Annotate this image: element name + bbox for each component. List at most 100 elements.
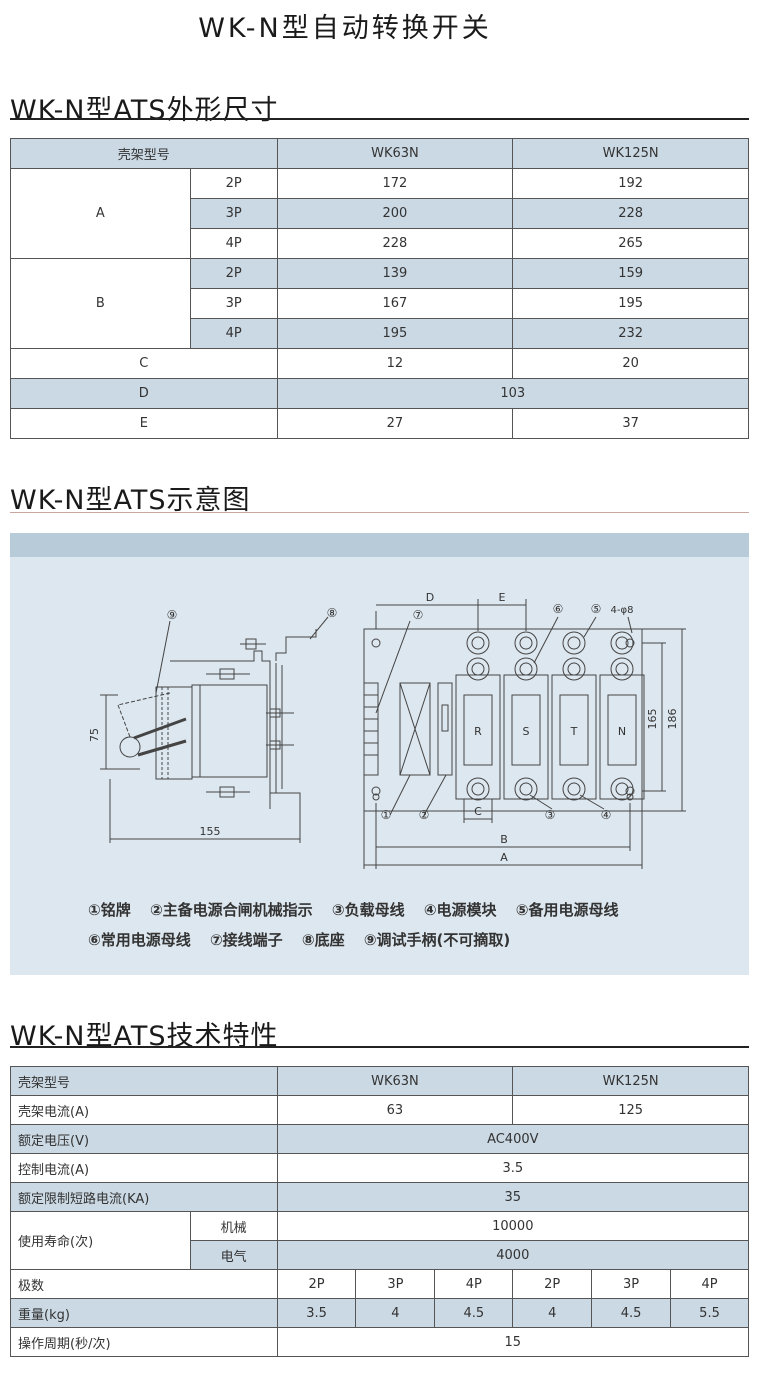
table-cell: 228 <box>276 228 514 259</box>
table-cell: 167 <box>276 288 514 319</box>
header-cell: WK125N <box>512 1066 749 1096</box>
legend-item: ⑨调试手柄(不可摘取) <box>363 931 511 949</box>
table-cell: 232 <box>512 318 749 349</box>
table-cell: 2P <box>276 1269 357 1299</box>
dim-label: A <box>10 168 191 259</box>
side-view <box>100 616 329 843</box>
table-cell: 37 <box>512 408 749 439</box>
table-row: 额定电压(V) AC400V <box>10 1124 750 1154</box>
table-cell: 228 <box>512 198 749 229</box>
table-cell: 10000 <box>276 1211 750 1241</box>
phase-T-label: T <box>570 725 578 738</box>
header-cell: 壳架型号 <box>10 138 278 169</box>
specs-table: 壳架型号 WK63N WK125N 壳架电流(A) 63 125 额定电压(V)… <box>10 1066 750 1357</box>
table-row: 3P 167 195 <box>11 288 749 319</box>
table-cell: 3.5 <box>276 1153 750 1183</box>
dim-label: B <box>10 258 191 349</box>
legend-line-1: ①铭牌 ②主备电源合闸机械指示 ③负载母线 ④电源模块 ⑤备用电源母线 <box>88 899 632 920</box>
holes-label: 4-φ8 <box>611 605 634 616</box>
row-label: 壳架电流(A) <box>10 1095 278 1125</box>
table-row: 电气 4000 <box>11 1240 750 1270</box>
table-cell: 192 <box>512 168 749 199</box>
table-row: 极数 2P 3P 4P 2P 3P 4P <box>10 1269 749 1299</box>
table-cell: 3P <box>189 288 278 319</box>
row-label: 额定电压(V) <box>10 1124 278 1154</box>
dim-label: D <box>10 378 278 409</box>
callout-3: ③ <box>545 808 556 822</box>
dimensions-rule <box>10 118 749 120</box>
table-cell: 195 <box>276 318 514 349</box>
legend-item: ①铭牌 <box>88 901 131 919</box>
table-row: 控制电流(A) 3.5 <box>10 1153 750 1183</box>
legend-item: ⑥常用电源母线 <box>88 931 191 949</box>
table-header-row: 壳架型号 WK63N WK125N <box>10 1066 749 1096</box>
dim-186: 186 <box>666 709 679 730</box>
legend-item: ②主备电源合闸机械指示 <box>149 901 313 919</box>
dim-E: E <box>499 591 506 604</box>
callout-6: ⑥ <box>553 602 564 616</box>
table-row: 操作周期(秒/次) 15 <box>10 1327 750 1357</box>
diagram-title: WK-N型ATS示意图 <box>10 485 251 516</box>
dimensions-table: 壳架型号 WK63N WK125N A 2P 172 192 3P 200 22… <box>10 138 750 439</box>
legend-item: ③负载母线 <box>331 901 405 919</box>
table-cell: 4 <box>355 1298 436 1328</box>
table-cell: 4.5 <box>434 1298 514 1328</box>
table-cell: 3.5 <box>276 1298 357 1328</box>
dimensions-title: WK-N型ATS外形尺寸 <box>10 95 279 126</box>
callout-9: ⑨ <box>167 608 178 622</box>
table-cell: 15 <box>276 1327 750 1357</box>
dim-75: 75 <box>88 728 101 742</box>
table-cell: 27 <box>276 408 514 439</box>
table-row: 3P 200 228 <box>11 198 749 229</box>
legend-item: ⑤备用电源母线 <box>515 901 619 919</box>
table-row: 额定限制短路电流(KA) 35 <box>10 1182 750 1212</box>
page-title: WK-N型自动转换开关 <box>198 13 492 44</box>
table-cell: 4P <box>670 1269 749 1299</box>
table-cell: 172 <box>276 168 514 199</box>
table-cell: 3P <box>189 198 278 229</box>
sub-label: 电气 <box>189 1240 278 1270</box>
legend-item: ⑦接线端子 <box>209 931 283 949</box>
row-label: 重量(kg) <box>10 1298 278 1328</box>
row-label: 使用寿命(次) <box>10 1211 191 1270</box>
legend-item: ⑧底座 <box>301 931 345 949</box>
table-cell: 4 <box>512 1298 593 1328</box>
table-cell: 4.5 <box>591 1298 672 1328</box>
table-cell: 12 <box>276 348 514 379</box>
front-view <box>363 599 686 869</box>
callout-5: ⑤ <box>591 602 602 616</box>
header-cell: WK63N <box>276 1066 514 1096</box>
dim-label: E <box>10 408 278 439</box>
table-cell: 4000 <box>276 1240 750 1270</box>
legend-item: ④电源模块 <box>423 901 497 919</box>
dim-155: 155 <box>200 825 221 838</box>
dim-A: A <box>500 851 508 864</box>
diagram-panel: ⑨ ⑧ ⑦ ⑥ ⑤ 4-φ8 ① ② ③ ④ D E C B A 75 155 … <box>10 533 749 975</box>
table-cell: 3P <box>591 1269 672 1299</box>
table-cell: 2P <box>512 1269 593 1299</box>
specs-rule <box>10 1046 749 1048</box>
sub-label: 机械 <box>189 1211 278 1241</box>
dim-C: C <box>474 805 482 818</box>
row-label: 操作周期(秒/次) <box>10 1327 278 1357</box>
callout-2: ② <box>419 808 430 822</box>
dim-165: 165 <box>646 709 659 730</box>
row-label: 极数 <box>10 1269 278 1299</box>
table-header-row: 壳架型号 WK63N WK125N <box>10 138 749 169</box>
table-cell: 63 <box>276 1095 514 1125</box>
dim-B: B <box>500 833 508 846</box>
table-row: B 2P 139 159 <box>10 258 749 349</box>
dim-D: D <box>426 591 434 604</box>
table-cell: 125 <box>512 1095 749 1125</box>
phase-S-label: S <box>523 725 530 738</box>
table-cell: 5.5 <box>670 1298 749 1328</box>
table-row: 使用寿命(次) 机械 10000 <box>10 1211 750 1270</box>
table-cell: 4P <box>434 1269 514 1299</box>
table-row: D 103 <box>10 378 750 409</box>
row-label: 额定限制短路电流(KA) <box>10 1182 278 1212</box>
header-cell: WK125N <box>512 138 749 169</box>
diagram-rule <box>10 512 749 513</box>
table-cell: 159 <box>512 258 749 289</box>
table-cell: 3P <box>355 1269 436 1299</box>
table-row: 壳架电流(A) 63 125 <box>10 1095 749 1125</box>
